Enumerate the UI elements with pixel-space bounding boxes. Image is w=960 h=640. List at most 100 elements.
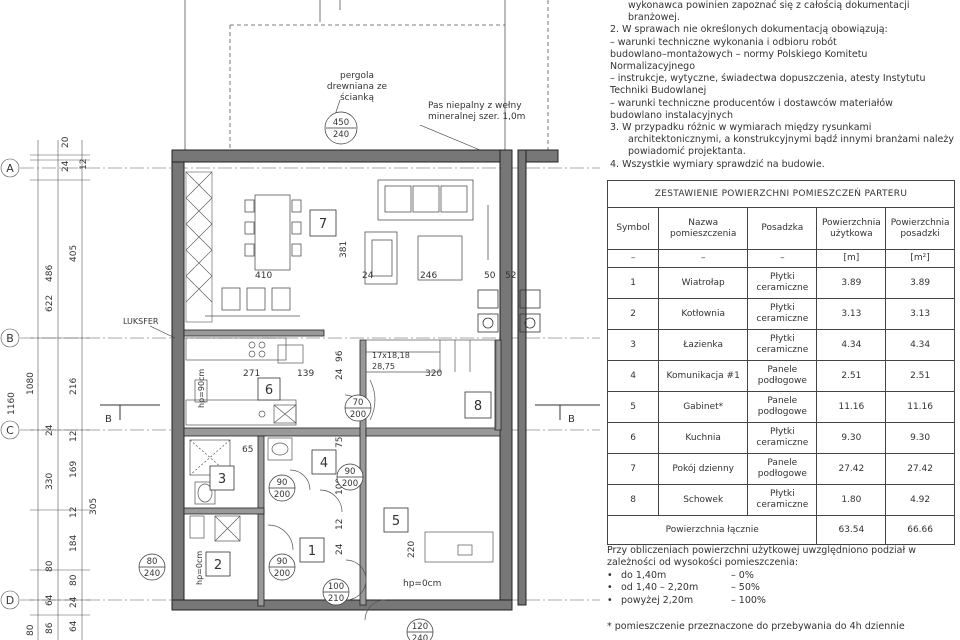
dim-139: 139 — [297, 369, 314, 379]
table-cell: Łazienka — [658, 329, 749, 361]
note-line: – warunki techniczne producentów i dosta… — [610, 97, 893, 109]
opening-2-w: 90 — [277, 478, 288, 488]
table-cell: Kotłownia — [658, 298, 749, 330]
axis-label-c: C — [6, 424, 14, 437]
range: do 1,40m — [621, 569, 667, 581]
header-cell: Powierzchnia posadzki — [885, 207, 955, 250]
floor-plan: A B C D 20 24 12 486 622 405 216 1080 11… — [0, 0, 600, 640]
note-line: wykonawca powinien zapoznać się z całośc… — [628, 0, 910, 11]
table-cell: Pokój dzienny — [658, 453, 749, 485]
table-cell: Płytki ceramiczne — [747, 267, 818, 299]
table-cell: 6 — [606, 422, 660, 454]
table-cell: Schowek — [658, 484, 749, 516]
table-cell: Kuchnia — [658, 422, 749, 454]
table-cell: Komunikacja #1 — [658, 360, 749, 392]
table-cell: 9.30 — [885, 422, 955, 454]
unit-cell: – — [606, 249, 660, 268]
dim-24b: 24 — [45, 424, 55, 436]
dim-24k: 24 — [335, 543, 345, 555]
dim-12b: 12 — [69, 431, 79, 442]
dim-12c: 12 — [69, 507, 79, 518]
opening-0-h: 240 — [333, 130, 349, 140]
note-line: powiadomić projektanta. — [628, 146, 746, 158]
unit-cell: [m] — [816, 249, 887, 268]
section-label-right: B — [568, 414, 575, 425]
inner-walls — [183, 329, 502, 607]
dim-50: 50 — [484, 271, 496, 281]
unit-cell: – — [747, 249, 818, 268]
opening-1-h: 200 — [350, 410, 366, 420]
appliances — [477, 289, 541, 333]
footnote-intro: Przy obliczeniach powierzchni użytkowej … — [607, 545, 916, 569]
opening-6-h: 210 — [328, 594, 344, 604]
opening-1-w: 70 — [353, 398, 364, 408]
note-line: 4. Wszystkie wymiary sprawdzić na budowi… — [610, 158, 825, 170]
table-cell: Panele podłogowe — [747, 391, 818, 423]
living-furniture — [364, 179, 489, 285]
table-cell: 3.13 — [885, 298, 955, 330]
dim-12: 12 — [79, 159, 89, 170]
dim-80c: 80 — [26, 624, 36, 636]
table-cell: 2.51 — [816, 360, 887, 392]
sum-floor: 66.66 — [885, 515, 955, 545]
sum-usable: 63.54 — [816, 515, 887, 545]
dimension-chains — [30, 140, 90, 640]
dim-80: 80 — [45, 560, 55, 572]
dim-12i: 12 — [335, 519, 345, 530]
note-hp-left: hp=90cm — [197, 369, 206, 408]
dim-169: 169 — [69, 461, 79, 478]
room-number-2: 2 — [214, 558, 222, 573]
list-item: •do 1,40m– 0% — [607, 570, 955, 582]
opening-5-w: 80 — [147, 557, 158, 567]
table-cell: Panele podłogowe — [747, 360, 818, 392]
table-cell: Płytki ceramiczne — [747, 484, 818, 516]
pct: – 0% — [731, 569, 754, 581]
dim-24c: 24 — [69, 596, 79, 608]
sum-label: Powierzchnia łącznie — [606, 515, 818, 545]
table-cell: 3.13 — [816, 298, 887, 330]
table-cell: 11.16 — [816, 391, 887, 423]
dim-64: 64 — [45, 594, 55, 606]
dim-220: 220 — [407, 541, 417, 558]
opening-3-h: 200 — [342, 479, 358, 489]
axis-label-b: B — [6, 332, 14, 345]
dim-24i: 24 — [362, 271, 374, 281]
dim-246: 246 — [420, 271, 437, 281]
dim-24: 24 — [61, 160, 71, 172]
opening-markers — [138, 111, 434, 640]
kitchen-cabinet — [185, 171, 213, 323]
opening-6-w: 100 — [328, 582, 344, 592]
table-cell: 4 — [606, 360, 660, 392]
room-number-6: 6 — [265, 383, 273, 398]
note-line: – warunki techniczne wykonania i odbioru… — [610, 36, 837, 48]
opening-7-h: 240 — [412, 634, 428, 640]
unit-cell: – — [658, 249, 749, 268]
table-cell: Płytki ceramiczne — [747, 298, 818, 330]
note-line: 2. W sprawach nie określonych dokumentac… — [610, 24, 888, 36]
note-line: budowlano–montażowych – normy Polskiego … — [610, 48, 868, 73]
table-cell: 8 — [606, 484, 660, 516]
dim-75: 75 — [335, 437, 345, 448]
opening-3-w: 90 — [345, 467, 356, 477]
dining-table — [205, 194, 302, 317]
table-cell: 27.42 — [885, 453, 955, 485]
room-number-5: 5 — [392, 514, 400, 529]
dim-65: 65 — [242, 445, 253, 455]
dim-320: 320 — [425, 369, 442, 379]
dim-271: 271 — [243, 369, 260, 379]
room-number-7: 7 — [319, 217, 327, 232]
room-number-8: 8 — [474, 399, 482, 414]
dim-622: 622 — [45, 295, 55, 312]
table-cell: 4.34 — [885, 329, 955, 361]
unit-cell: [m²] — [885, 249, 955, 268]
table-cell: 3.89 — [885, 267, 955, 299]
opening-2-h: 200 — [274, 490, 290, 500]
pct: – 100% — [731, 594, 766, 606]
footnote-star: * pomieszczenie przeznaczone do przebywa… — [607, 621, 905, 633]
list-item: •powyżej 2,20m– 100% — [607, 595, 955, 607]
